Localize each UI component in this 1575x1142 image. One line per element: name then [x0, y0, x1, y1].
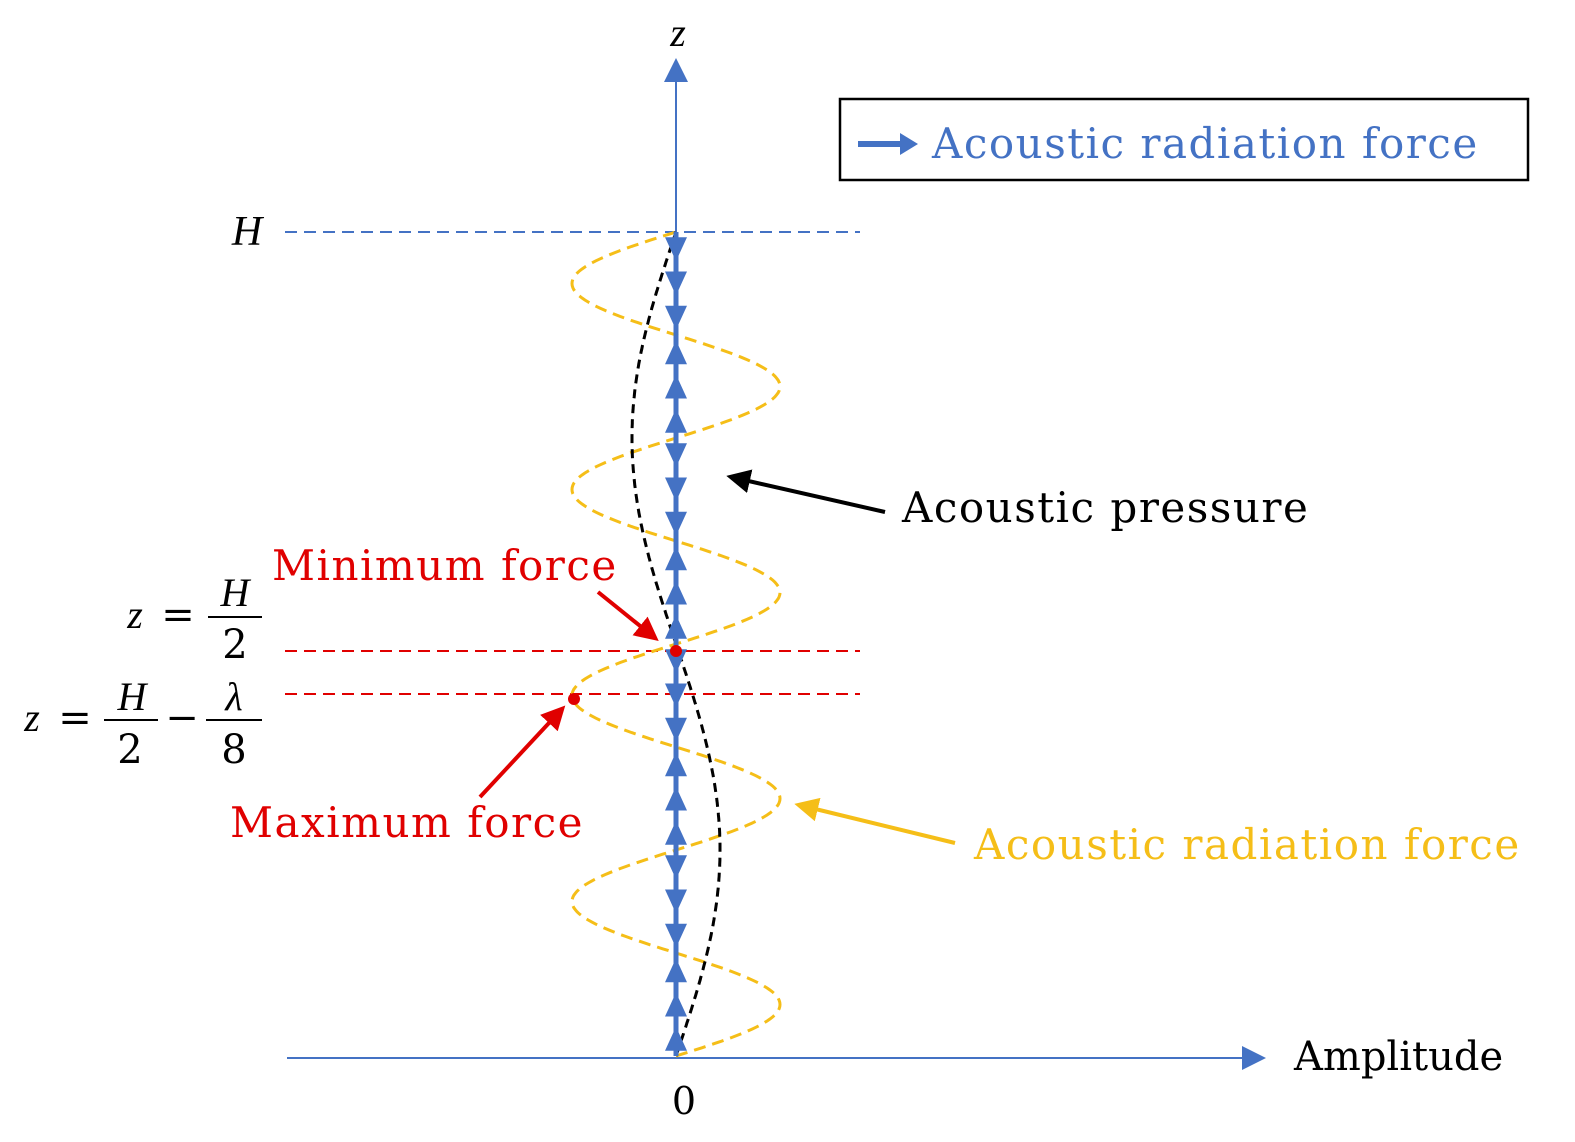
shifted-eq-denominator-1: 2: [117, 727, 142, 773]
min-force-point: [670, 645, 682, 657]
force-arrow-down: [665, 649, 687, 674]
z-axis-label: z: [669, 10, 686, 55]
shifted-eq-lhs: z: [23, 695, 40, 740]
mid-equation: z = H 2: [126, 570, 262, 668]
min-force-pointer-arrow: [596, 590, 659, 642]
force-arrow-up: [665, 786, 687, 811]
origin-label: 0: [672, 1079, 696, 1123]
min-force-annotation: Minimum force: [272, 541, 618, 590]
force-arrow-up: [665, 408, 687, 433]
shifted-eq-minus: −: [165, 695, 199, 741]
force-arrow-down: [665, 305, 687, 330]
force-arrow-down: [665, 717, 687, 742]
force-arrow-down: [665, 477, 687, 502]
shifted-eq-numerator-1: H: [117, 674, 149, 719]
force-arrow-down: [665, 237, 687, 262]
force-arrow-down: [665, 923, 687, 948]
force-arrow-up: [665, 820, 687, 845]
force-arrow-down: [665, 443, 687, 468]
force-arrow-down: [665, 271, 687, 296]
mid-eq-lhs: z: [126, 592, 143, 637]
force-arrow-up: [665, 580, 687, 605]
mid-eq-denominator: 2: [222, 622, 247, 668]
force-arrow-up: [665, 546, 687, 571]
h-label: H: [231, 209, 265, 255]
force-arrow-up: [665, 614, 687, 639]
pressure-pointer-arrow: [726, 469, 886, 514]
shifted-equation: z = H 2 − λ 8: [23, 674, 262, 773]
force-arrow-up: [665, 374, 687, 399]
radiation-force-annotation: Acoustic radiation force: [973, 820, 1521, 869]
max-force-pointer-arrow: [478, 705, 566, 799]
force-arrow-up: [665, 752, 687, 777]
z-axis-arrowhead: [664, 58, 688, 82]
mid-eq-sign: =: [161, 592, 195, 638]
force-arrow-down: [665, 511, 687, 536]
legend-label: Acoustic radiation force: [931, 119, 1479, 168]
shifted-eq-numerator-2: λ: [224, 674, 242, 719]
force-arrow-up: [665, 340, 687, 365]
force-arrow-up: [665, 992, 687, 1017]
force-arrow-down: [665, 683, 687, 708]
force-arrow-up: [665, 1026, 687, 1051]
force-arrows: [665, 232, 687, 1056]
amplitude-axis-label: Amplitude: [1293, 1034, 1503, 1080]
legend-box: [838, 97, 1530, 182]
max-force-annotation: Maximum force: [230, 798, 584, 847]
force-arrow-down: [665, 855, 687, 880]
force-arrow-down: [665, 889, 687, 914]
amplitude-axis-arrowhead: [1242, 1046, 1266, 1070]
legend-arrowhead-icon: [900, 133, 918, 155]
shifted-eq-sign: =: [58, 695, 92, 741]
force-pointer-arrow: [794, 797, 956, 845]
shifted-eq-denominator-2: 8: [221, 727, 246, 773]
max-force-point: [568, 693, 580, 705]
force-arrow-up: [665, 958, 687, 983]
mid-eq-numerator: H: [220, 570, 252, 615]
pressure-annotation: Acoustic pressure: [901, 483, 1309, 532]
